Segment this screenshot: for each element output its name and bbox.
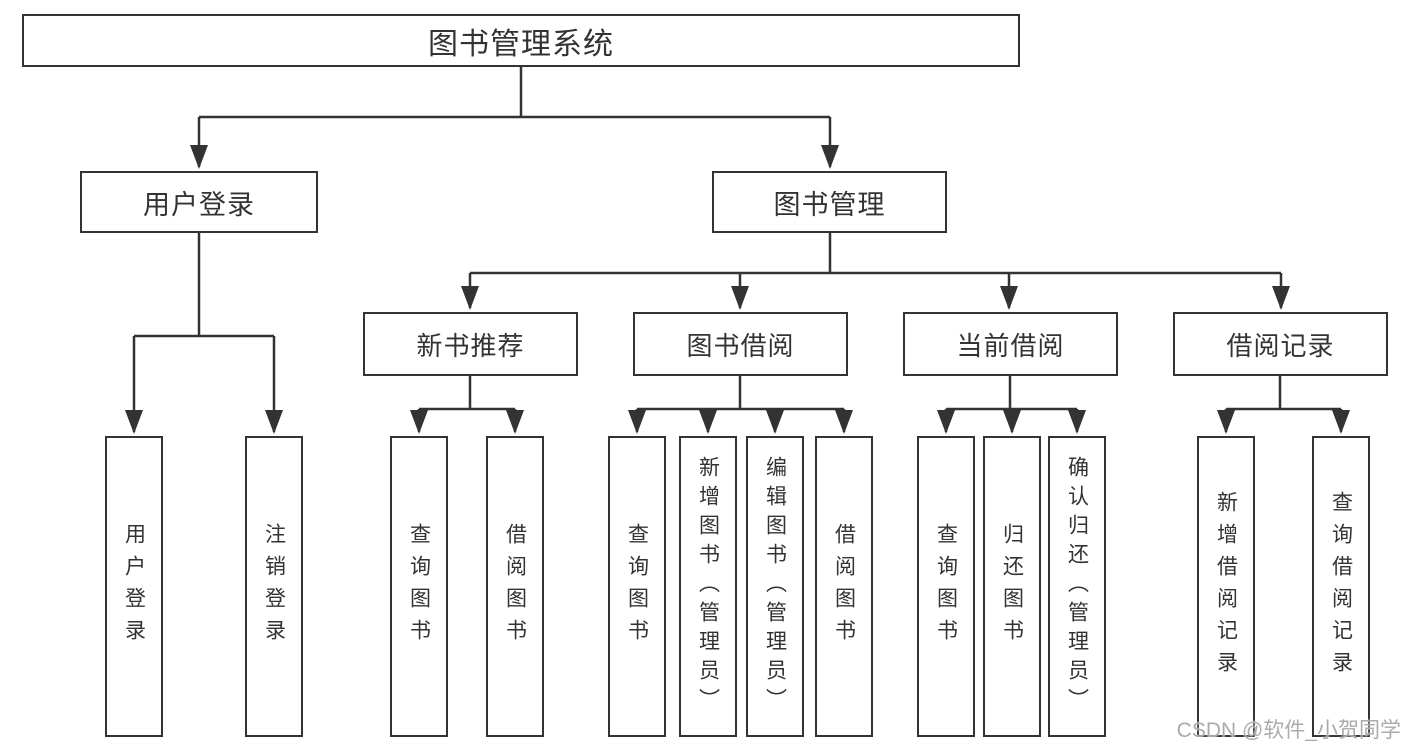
leaf-current-confirm-return-admin: 确认归还（管理员） bbox=[1048, 436, 1106, 737]
node-user-login: 用户登录 bbox=[80, 171, 318, 233]
leaf-recommend-query-books: 查询图书 bbox=[390, 436, 448, 737]
leaf-logout: 注销登录 bbox=[245, 436, 303, 737]
leaf-label: 确认归还（管理员） bbox=[1065, 456, 1089, 717]
leaf-label: 编辑图书（管理员） bbox=[763, 456, 787, 717]
node-book-management: 图书管理 bbox=[712, 171, 947, 233]
node-label: 用户登录 bbox=[143, 189, 255, 220]
node-label: 图书管理系统 bbox=[428, 27, 614, 61]
leaf-label: 注销登录 bbox=[262, 522, 286, 651]
node-label: 图书管理 bbox=[773, 189, 886, 220]
leaf-query-borrow-record: 查询借阅记录 bbox=[1312, 436, 1370, 737]
leaf-borrow-borrow-books: 借阅图书 bbox=[815, 436, 873, 737]
leaf-label: 查询图书 bbox=[407, 522, 431, 651]
leaf-add-borrow-record: 新增借阅记录 bbox=[1197, 436, 1255, 737]
leaf-current-query-books: 查询图书 bbox=[917, 436, 975, 737]
node-borrow-records: 借阅记录 bbox=[1173, 312, 1388, 376]
leaf-current-return-books: 归还图书 bbox=[983, 436, 1041, 737]
node-label: 图书借阅 bbox=[686, 330, 795, 361]
node-label: 借阅记录 bbox=[1226, 330, 1335, 361]
node-book-borrow: 图书借阅 bbox=[633, 312, 848, 376]
leaf-label: 借阅图书 bbox=[832, 522, 856, 651]
leaf-borrow-edit-books-admin: 编辑图书（管理员） bbox=[746, 436, 804, 737]
leaf-label: 查询图书 bbox=[934, 522, 958, 651]
leaf-recommend-borrow-books: 借阅图书 bbox=[486, 436, 544, 737]
leaf-borrow-add-books-admin: 新增图书（管理员） bbox=[679, 436, 737, 737]
node-new-book-recommend: 新书推荐 bbox=[363, 312, 578, 376]
leaf-label: 用户登录 bbox=[122, 522, 146, 651]
leaf-label: 新增借阅记录 bbox=[1214, 490, 1238, 683]
leaf-borrow-query-books: 查询图书 bbox=[608, 436, 666, 737]
leaf-user-login: 用户登录 bbox=[105, 436, 163, 737]
node-library-management-system: 图书管理系统 bbox=[22, 14, 1020, 67]
leaf-label: 新增图书（管理员） bbox=[696, 456, 720, 717]
leaf-label: 查询图书 bbox=[625, 522, 649, 651]
arrowheads bbox=[125, 145, 1350, 434]
node-label: 当前借阅 bbox=[956, 330, 1065, 361]
node-current-borrow: 当前借阅 bbox=[903, 312, 1118, 376]
leaf-label: 查询借阅记录 bbox=[1329, 490, 1353, 683]
node-label: 新书推荐 bbox=[416, 330, 525, 361]
csdn-watermark: CSDN @软件_小贺同学 bbox=[1176, 719, 1401, 742]
leaf-label: 借阅图书 bbox=[503, 522, 527, 651]
leaf-label: 归还图书 bbox=[1000, 522, 1024, 651]
